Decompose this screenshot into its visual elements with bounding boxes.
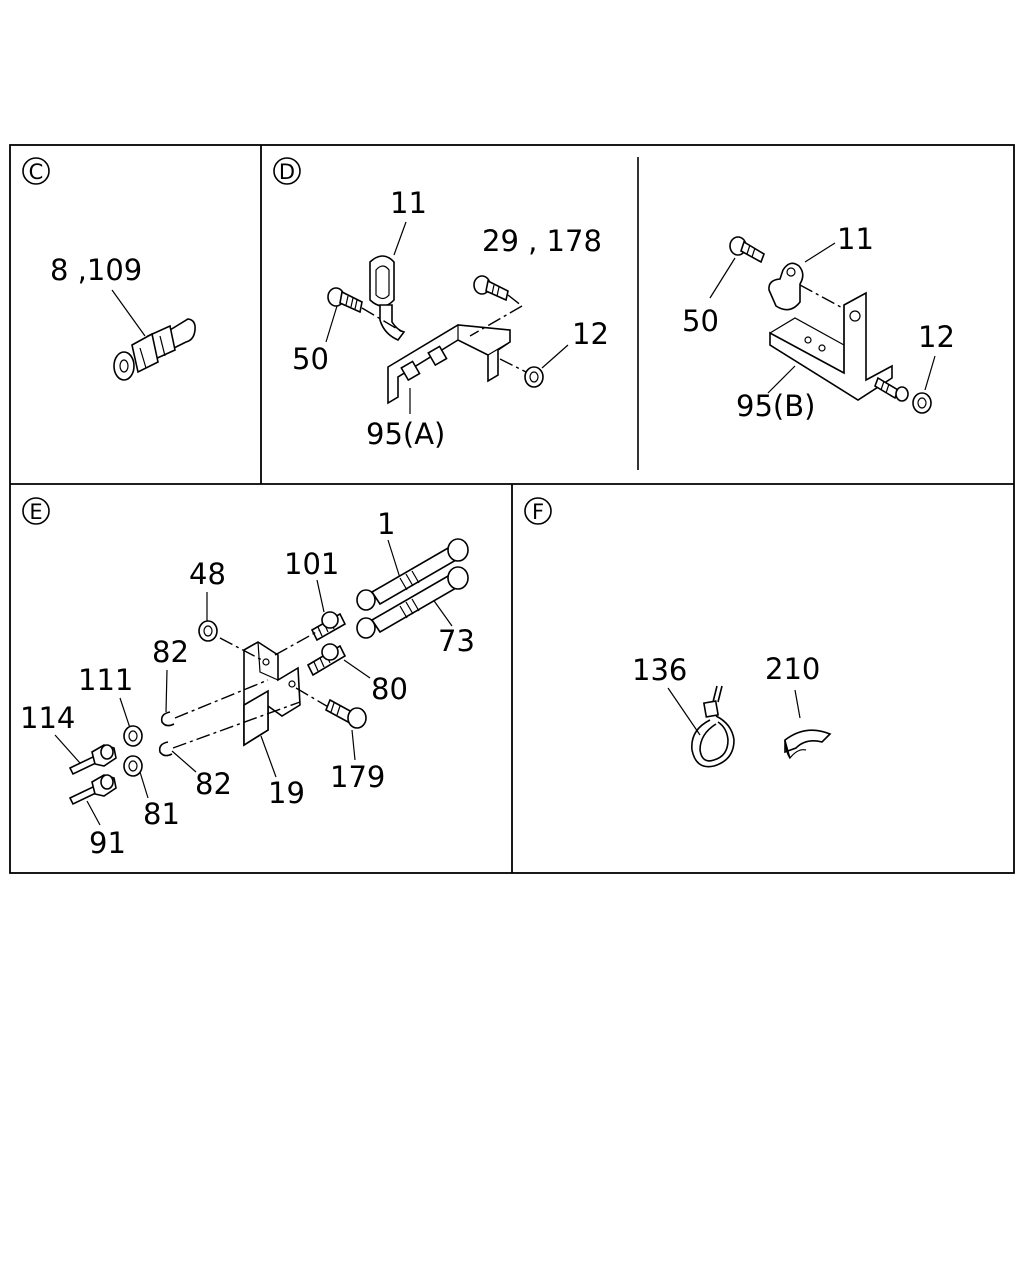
long-bolt-icon (356, 566, 469, 639)
part-label-95b: 95(B) (736, 389, 815, 423)
section-c: C 8 ,109 (22, 157, 196, 381)
part-label-114: 114 (20, 701, 75, 735)
band-icon (784, 729, 832, 760)
hose-fitting-icon (68, 774, 117, 806)
part-label-81: 81 (143, 797, 180, 831)
nut-icon (123, 725, 143, 747)
long-bolt-icon (356, 538, 469, 611)
section-c-marker: C (22, 157, 50, 185)
part-label-8-109: 8 ,109 (50, 253, 142, 287)
section-f-marker: F (524, 497, 552, 525)
diagram-frame (9, 144, 1015, 874)
part-label-1: 1 (377, 507, 395, 541)
part-label-73: 73 (438, 624, 475, 658)
nut-icon (123, 755, 143, 777)
stud-bolt-icon (306, 643, 347, 677)
stud-bolt-icon (310, 611, 347, 642)
cable-tie-icon (691, 685, 735, 768)
part-label-48: 48 (189, 557, 226, 591)
bolt-icon (473, 275, 509, 302)
part-label-50: 50 (292, 342, 329, 376)
part-label-12b: 12 (918, 320, 955, 354)
clip-icon (369, 255, 406, 341)
bracket-a-icon (387, 324, 511, 405)
snap-ring-icon (158, 741, 173, 757)
fitting-icon (113, 318, 196, 381)
bracket-b-icon (769, 291, 893, 401)
part-label-29-178: 29 , 178 (482, 224, 602, 258)
section-d-marker: D (273, 157, 301, 185)
section-e-marker: E (22, 497, 50, 525)
part-label-179: 179 (330, 760, 385, 794)
nut-icon (198, 620, 218, 642)
section-e: E 1 101 48 82 73 111 80 114 82 179 19 81… (20, 497, 475, 860)
section-e-letter: E (29, 500, 42, 524)
bolt-icon (324, 698, 367, 729)
part-label-91: 91 (89, 826, 126, 860)
section-d: D 11 29 , 178 50 12 95(A) (273, 157, 609, 451)
bracket-icon (243, 641, 301, 747)
nut-icon (524, 366, 544, 388)
part-label-101: 101 (284, 547, 339, 581)
part-label-210: 210 (765, 652, 820, 686)
bolt-icon (874, 376, 909, 402)
part-label-11b: 11 (837, 222, 874, 256)
section-d-letter: D (279, 160, 295, 184)
hose-fitting-icon (68, 744, 117, 776)
part-label-82-bottom: 82 (195, 767, 232, 801)
part-label-50b: 50 (682, 304, 719, 338)
section-d-variant: 11 50 12 95(B) (682, 222, 955, 423)
bolt-icon (729, 236, 765, 264)
nut-icon (912, 392, 932, 414)
part-label-12: 12 (572, 317, 609, 351)
part-label-111: 111 (78, 663, 133, 697)
part-label-19: 19 (268, 776, 305, 810)
part-label-136: 136 (632, 653, 687, 687)
part-label-80: 80 (371, 672, 408, 706)
section-f: F 136 210 (524, 497, 832, 768)
clip-icon (768, 262, 804, 311)
section-f-letter: F (532, 500, 544, 524)
bolt-icon (327, 287, 363, 314)
part-label-82-top: 82 (152, 635, 189, 669)
section-c-letter: C (29, 160, 44, 184)
part-label-11: 11 (390, 186, 427, 220)
snap-ring-icon (160, 711, 175, 727)
part-label-95a: 95(A) (366, 417, 445, 451)
